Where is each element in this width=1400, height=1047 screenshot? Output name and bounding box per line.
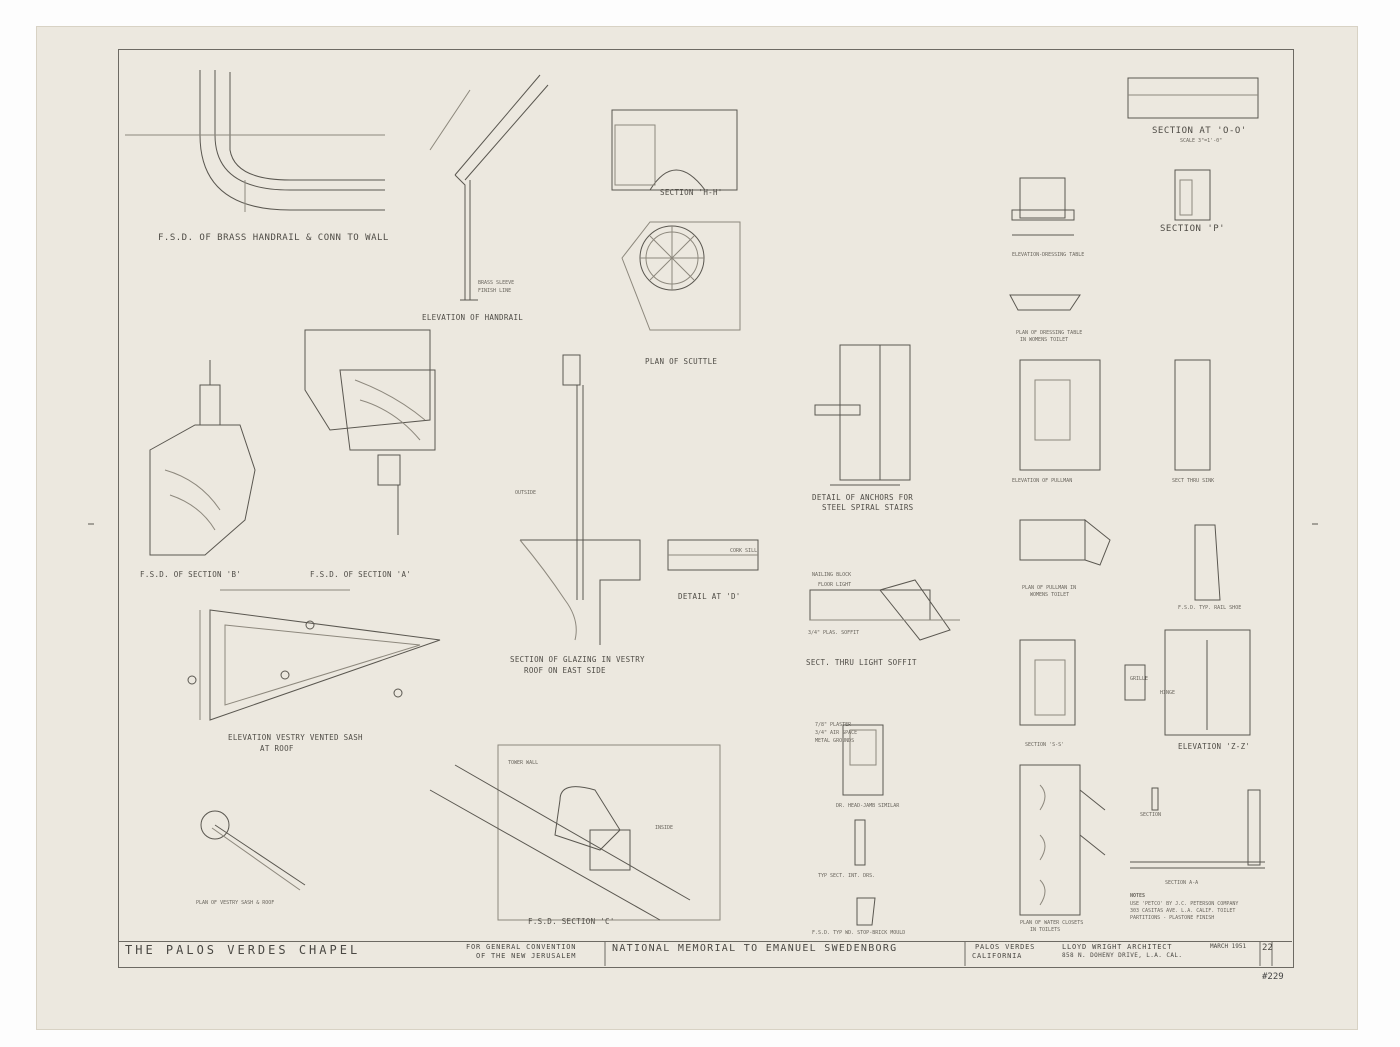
client-line-2: OF THE NEW JERUSALEM (476, 952, 577, 960)
title-section-small: SECTION (1140, 812, 1162, 818)
title-section-hh: SECTION 'H-H' (660, 188, 723, 197)
section-ss-drawing (1019, 629, 1251, 736)
fsd-b-drawing (149, 360, 256, 556)
title-section-oo: SECTION AT 'O-O' (1152, 126, 1247, 136)
detail-d-drawing (667, 539, 759, 571)
title-block (118, 941, 1292, 967)
fsd-a-drawing (304, 329, 436, 535)
pullman-drawing (1019, 359, 1221, 601)
title-section-p: SECTION 'P' (1160, 224, 1226, 234)
notes-line-2: 303 CASITAS AVE. L.A. CALIF. TOILET (1130, 908, 1236, 914)
title-detail-d: DETAIL AT 'D' (678, 592, 741, 601)
head-jamb-drawing (842, 724, 884, 926)
title-plan-vestry: PLAN OF VESTRY SASH & ROOF (196, 900, 275, 906)
note-cork-sill: CORK SILL (730, 548, 758, 554)
title-elev-sash-1: ELEVATION VESTRY VENTED SASH (228, 733, 363, 742)
section-aa-drawing (1130, 787, 1265, 869)
title-section-ss: SECTION 'S-S' (1025, 742, 1065, 748)
title-plan-pullman-1: PLAN OF PULLMAN IN (1022, 585, 1077, 591)
notes-title: NOTES (1130, 893, 1146, 899)
title-elev-sash-2: AT ROOF (260, 744, 294, 753)
note-grille: GRILLE (1130, 676, 1149, 682)
title-elev-handrail: ELEVATION OF HANDRAIL (422, 313, 524, 322)
project-title: THE PALOS VERDES CHAPEL (125, 943, 361, 957)
title-anchors-1: DETAIL OF ANCHORS FOR (812, 493, 914, 502)
note-soffit: 3/4" PLAS. SOFFIT (808, 630, 860, 636)
sheet-number: 22 (1262, 943, 1273, 953)
border-frame (118, 49, 1294, 968)
title-fsd-stop: F.S.D. TYP WD. STOP-BRICK MOULD (812, 930, 906, 936)
title-elev-pullman: ELEVATION OF PULLMAN (1012, 478, 1073, 484)
title-section-aa: SECTION A-A (1165, 880, 1199, 886)
note-air-space: 3/4" AIR SPACE (815, 730, 858, 736)
title-plan-dressing-sub: IN WOMENS TOILET (1020, 337, 1069, 343)
glazing-drawing (519, 354, 641, 645)
title-glazing-1: SECTION OF GLAZING IN VESTRY (510, 655, 645, 664)
vestry-plan-drawing (200, 810, 306, 891)
water-closets-drawing (1019, 764, 1106, 916)
title-anchors-2: STEEL SPIRAL STAIRS (822, 503, 914, 512)
title-sect-sink: SECT THRU SINK (1172, 478, 1215, 484)
title-fsd-rail: F.S.D. TYP. RAIL SHOE (1178, 605, 1242, 611)
drawing-date: MARCH 1951 (1210, 943, 1247, 950)
note-plaster: 7/8" PLASTER (815, 722, 852, 728)
location-line-2: CALIFORNIA (972, 952, 1023, 960)
fsd-c-drawing (429, 744, 721, 921)
memorial-title: NATIONAL MEMORIAL TO EMANUEL SWEDENBORG (612, 943, 898, 954)
section-hh-drawing (611, 109, 738, 191)
drawing-number: #229 (1262, 972, 1284, 982)
title-plan-dressing: PLAN OF DRESSING TABLE (1016, 330, 1083, 336)
architect-line-2: 858 N. DOHENY DRIVE, L.A. CAL. (1062, 952, 1183, 959)
location-line-1: PALOS VERDES (975, 943, 1036, 951)
title-fsd-a: F.S.D. OF SECTION 'A' (310, 570, 412, 579)
note-finish-line: FINISH LINE (478, 288, 512, 294)
architect-line-1: LLOYD WRIGHT ARCHITECT (1062, 943, 1173, 951)
title-fsd-b: F.S.D. OF SECTION 'B' (140, 570, 242, 579)
title-head-jamb: DR. HEAD-JAMB SIMILAR (836, 803, 900, 809)
elev-handrail-drawing (429, 74, 549, 301)
title-elevation-zz: ELEVATION 'Z-Z' (1178, 742, 1251, 751)
notes-line-1: USE 'PETCO' BY J.C. PETERSON COMPANY (1130, 901, 1239, 907)
title-plan-scuttle: PLAN OF SCUTTLE (645, 357, 718, 366)
scuttle-drawing (621, 221, 741, 331)
dressing-table-drawing (1009, 177, 1081, 311)
anchors-drawing (814, 344, 911, 486)
note-hinge: HINGE (1160, 690, 1176, 696)
title-plan-wc-2: IN TOILETS (1030, 927, 1061, 933)
client-line-1: FOR GENERAL CONVENTION (466, 943, 577, 951)
section-oo-drawing (1127, 77, 1259, 119)
note-nailing-block: NAILING BLOCK (812, 572, 852, 578)
title-plan-wc-1: PLAN OF WATER CLOSETS (1020, 920, 1084, 926)
note-metal-grounds: METAL GROUNDS (815, 738, 855, 744)
note-tower-wall: TOWER WALL (508, 760, 539, 766)
title-elev-dressing: ELEVATION-DRESSING TABLE (1012, 252, 1085, 258)
scale-section-oo: SCALE 3"=1'-0" (1180, 138, 1223, 144)
soffit-drawing (809, 579, 960, 641)
vented-sash-drawing (187, 589, 441, 721)
section-p-drawing (1174, 169, 1211, 221)
notes-line-3: PARTITIONS - PLASTONE FINISH (1130, 915, 1215, 921)
handrail-drawing (125, 70, 385, 212)
note-floor-light: FLOOR LIGHT (818, 582, 852, 588)
title-fsd-c: F.S.D. SECTION 'C' (528, 917, 615, 926)
note-outside: OUTSIDE (515, 490, 537, 496)
drawing-sheet (36, 26, 1358, 1030)
title-sect-soffit: SECT. THRU LIGHT SOFFIT (806, 658, 917, 667)
title-typ-sect: TYP SECT. INT. DRS. (818, 873, 876, 879)
title-handrail-fsd: F.S.D. OF BRASS HANDRAIL & CONN TO WALL (158, 233, 389, 243)
title-glazing-2: ROOF ON EAST SIDE (524, 666, 606, 675)
title-plan-pullman-2: WOMENS TOILET (1030, 592, 1070, 598)
note-inside: INSIDE (655, 825, 674, 831)
note-brass-sleeve: BRASS SLEEVE (478, 280, 515, 286)
